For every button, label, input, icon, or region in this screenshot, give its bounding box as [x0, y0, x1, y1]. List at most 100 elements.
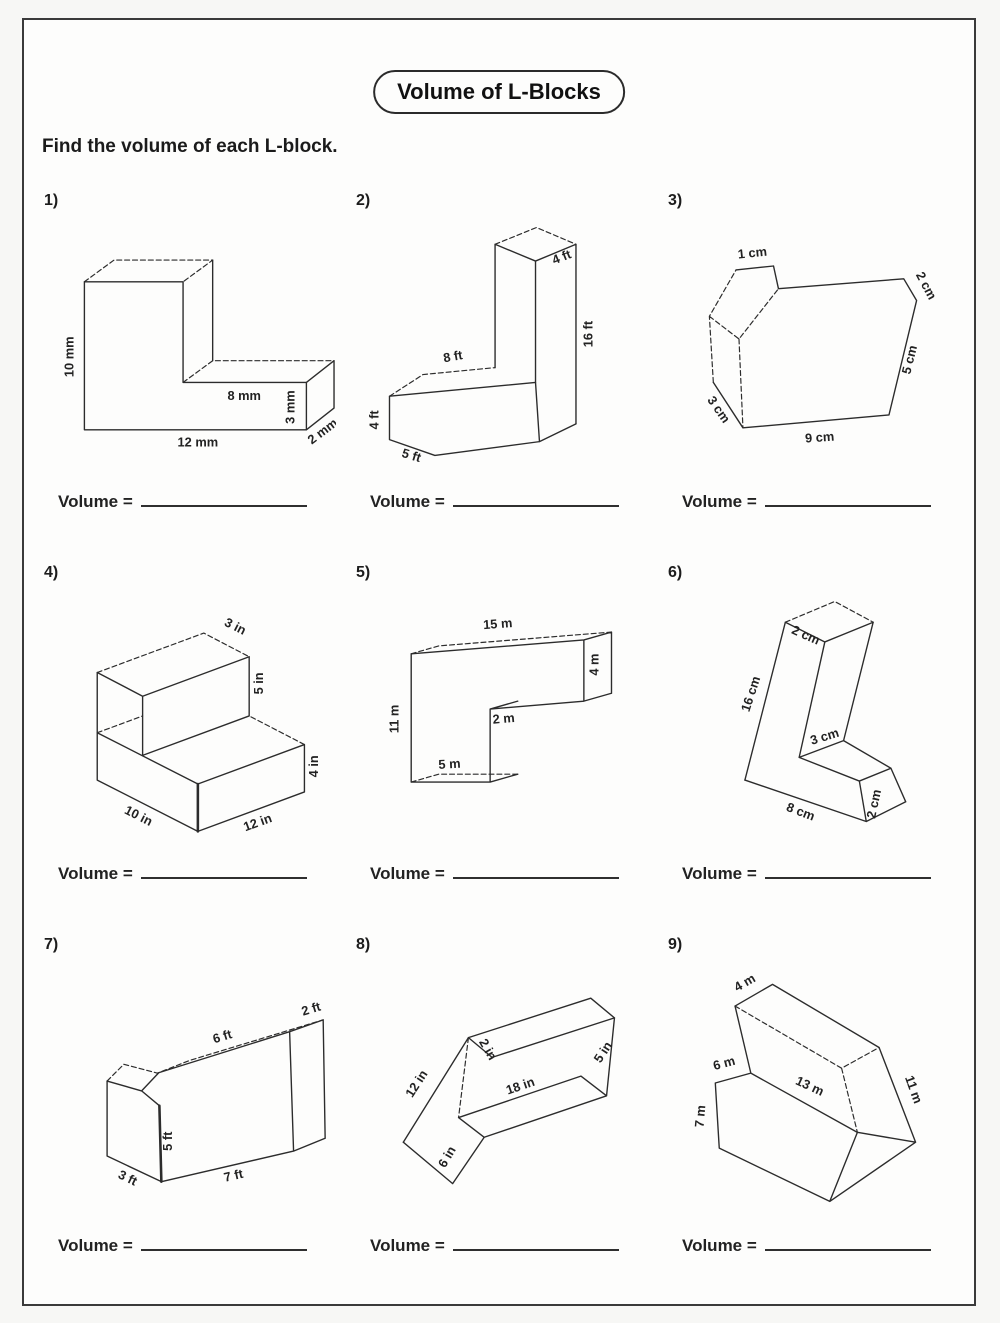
volume-answer-blank[interactable]: [140, 493, 307, 507]
problem-number: 5): [356, 564, 371, 581]
problem-5: 5) 15 m 4 m 11 m 2 m 5 m Volume =: [344, 552, 656, 924]
dimension-label: 1 cm: [737, 244, 768, 262]
volume-answer-row: Volume =: [682, 864, 931, 884]
dimension-label: 2 mm: [305, 415, 336, 447]
l-block-figure-5: 15 m 4 m 11 m 2 m 5 m: [386, 615, 613, 783]
problem-number: 2): [356, 192, 371, 209]
l-block-figure-1: 10 mm 8 mm 3 mm 12 mm 2 mm: [62, 259, 336, 450]
l-block-outline: [96, 632, 306, 833]
l-block-outline: [714, 983, 917, 1203]
l-block-figure-6: 2 cm 16 cm 3 cm 8 cm 2 cm: [738, 600, 907, 824]
dimension-label: 4 ft: [367, 410, 382, 430]
l-block-figure-9: 4 m 6 m 13 m 11 m 7 m: [692, 970, 926, 1203]
l-block-figure-2: 4 ft 16 ft 8 ft 4 ft 5 ft: [367, 226, 596, 465]
volume-answer-row: Volume =: [58, 1236, 307, 1256]
problem-number: 3): [668, 192, 683, 209]
dimension-label: 13 m: [794, 1073, 827, 1099]
volume-answer-row: Volume =: [682, 492, 931, 512]
dimension-label: 11 m: [386, 705, 401, 734]
dimension-labels: 1 cm 2 cm 5 cm 9 cm 3 cm: [704, 244, 939, 446]
problem-3: 3) 1 cm 2 cm 5 cm 9 cm 3 cm Volume =: [656, 180, 968, 552]
dimension-labels: 10 mm 8 mm 3 mm 12 mm 2 mm: [62, 336, 336, 449]
dimension-labels: 4 m 6 m 13 m 11 m 7 m: [692, 970, 926, 1127]
dimension-labels: 12 in 2 in 18 in 5 in 6 in: [402, 1036, 615, 1170]
volume-label: Volume =: [58, 1236, 133, 1255]
problem-1: 1) 10 mm 8 mm 3 mm 12 mm 2 mm Volume =: [32, 180, 344, 552]
dimension-labels: 15 m 4 m 11 m 2 m 5 m: [386, 615, 601, 772]
dimension-label: 3 cm: [704, 393, 733, 426]
dimension-label: 4 m: [731, 970, 758, 994]
problem-8: 8) 12 in 2 in 18 in 5 in 6 in Volume =: [344, 924, 656, 1296]
worksheet-title: Volume of L-Blocks: [373, 70, 625, 114]
dimension-label: 16 cm: [738, 674, 763, 713]
l-block-outline: [708, 265, 918, 429]
l-block-outline: [106, 1019, 326, 1183]
problem-number: 9): [668, 936, 683, 953]
problem-number: 6): [668, 564, 683, 581]
volume-answer-blank[interactable]: [764, 493, 931, 507]
dimension-label: 8 mm: [227, 388, 260, 403]
dimension-label: 2 m: [492, 710, 515, 727]
dimension-label: 10 in: [122, 802, 155, 829]
dimension-label: 16 ft: [581, 320, 596, 347]
problem-number: 7): [44, 936, 59, 953]
l-block-figure-4: 3 in 5 in 4 in 10 in 12 in: [96, 614, 321, 834]
dimension-label: 7 m: [692, 1105, 709, 1128]
problem-number: 8): [356, 936, 371, 953]
dimension-label: 5 in: [251, 672, 266, 694]
dimension-label: 12 mm: [178, 435, 219, 450]
volume-label: Volume =: [370, 1236, 445, 1255]
l-block-outline: [744, 600, 907, 823]
dimension-labels: 3 in 5 in 4 in 10 in 12 in: [122, 614, 321, 834]
volume-answer-blank[interactable]: [140, 865, 307, 879]
problem-9: 9) 4 m 6 m 13 m 11 m 7 m Volume =: [656, 924, 968, 1296]
problem-2: 2) 4 ft 16 ft 8 ft 4 ft 5 ft Volume =: [344, 180, 656, 552]
dimension-label: 2 cm: [913, 269, 940, 302]
dimension-label: 5 ft: [160, 1131, 175, 1151]
l-block-figure-3: 1 cm 2 cm 5 cm 9 cm 3 cm: [704, 244, 939, 446]
volume-answer-blank[interactable]: [452, 865, 619, 879]
dimension-label: 2 cm: [863, 788, 884, 820]
problem-7: 7) 6 ft 2 ft 5 ft 7 ft 3 ft Volume =: [32, 924, 344, 1296]
dimension-label: 4 m: [587, 654, 602, 676]
dimension-labels: 4 ft 16 ft 8 ft 4 ft 5 ft: [367, 246, 596, 465]
dimension-label: 9 cm: [804, 429, 834, 446]
dimension-label: 3 in: [222, 614, 249, 637]
worksheet-instruction: Find the volume of each L-block.: [42, 136, 338, 157]
problem-number: 1): [44, 192, 59, 209]
l-block-outline: [410, 631, 613, 783]
dimension-label: 18 in: [504, 1074, 537, 1098]
problems-grid: 1) 10 mm 8 mm 3 mm 12 mm 2 mm Volume =: [32, 180, 968, 1296]
dimension-label: 12 in: [402, 1067, 431, 1100]
dimension-label: 15 m: [483, 615, 513, 632]
volume-label: Volume =: [682, 1236, 757, 1255]
l-block-outline: [402, 997, 616, 1185]
volume-answer-row: Volume =: [370, 864, 619, 884]
l-block-figure-8: 12 in 2 in 18 in 5 in 6 in: [402, 997, 616, 1185]
dimension-label: 7 ft: [222, 1166, 245, 1185]
volume-label: Volume =: [58, 864, 133, 883]
problem-4: 4) 3 in 5 in 4 in 10 in 12 in Volume =: [32, 552, 344, 924]
volume-answer-row: Volume =: [58, 864, 307, 884]
volume-answer-blank[interactable]: [140, 1237, 307, 1251]
dimension-label: 5 cm: [898, 344, 920, 376]
l-block-outline: [388, 226, 577, 457]
volume-label: Volume =: [370, 864, 445, 883]
dimension-label: 3 mm: [283, 390, 298, 423]
volume-answer-blank[interactable]: [764, 865, 931, 879]
problem-number: 4): [44, 564, 59, 581]
volume-answer-blank[interactable]: [452, 1237, 619, 1251]
volume-label: Volume =: [370, 492, 445, 511]
volume-answer-blank[interactable]: [452, 493, 619, 507]
worksheet-page-border: Volume of L-Blocks Find the volume of ea…: [22, 18, 976, 1306]
dimension-label: 5 m: [438, 756, 461, 772]
dimension-label: 4 ft: [550, 246, 574, 267]
volume-answer-blank[interactable]: [764, 1237, 931, 1251]
volume-answer-row: Volume =: [370, 1236, 619, 1256]
dimension-label: 10 mm: [62, 336, 77, 377]
l-block-figure-7: 6 ft 2 ft 5 ft 7 ft 3 ft: [106, 998, 326, 1189]
l-block-outline: [83, 259, 335, 431]
volume-answer-row: Volume =: [682, 1236, 931, 1256]
dimension-label: 6 ft: [211, 1026, 234, 1046]
dimension-label: 6 in: [435, 1143, 459, 1170]
